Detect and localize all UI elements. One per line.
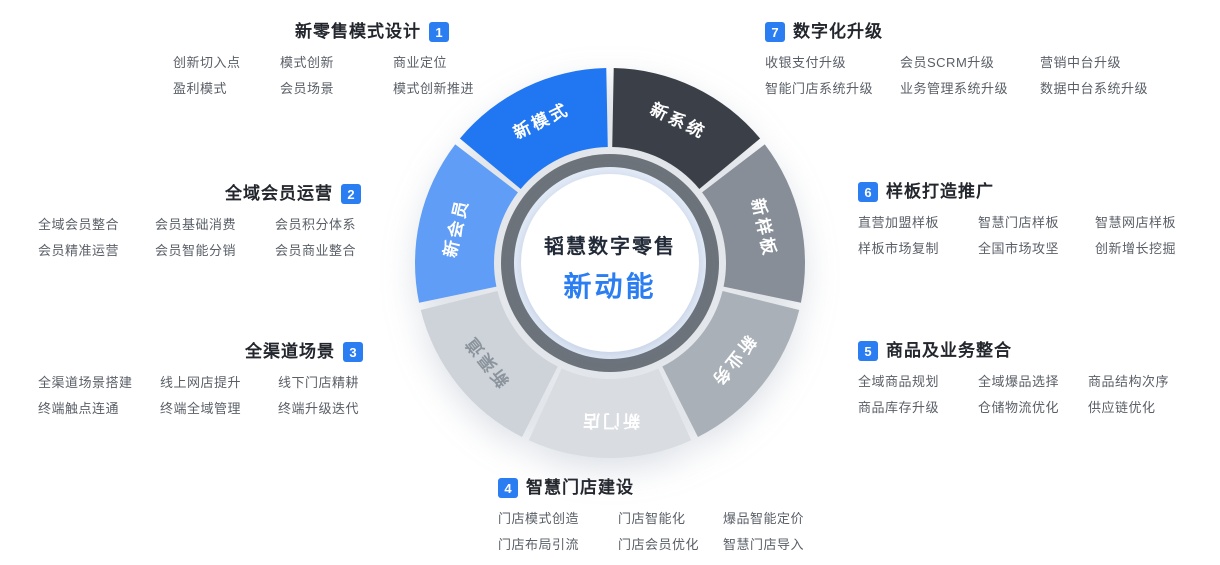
wheel-segment-新系统	[612, 68, 761, 189]
list-item: 盈利模式	[173, 81, 228, 96]
section-7-items: 收银支付升级 会员SCRM升级 营销中台升级 智能门店系统升级 业务管理系统升级…	[765, 54, 1148, 97]
center-title: 韬慧数字零售	[544, 234, 676, 258]
section-1-items: 创新切入点 模式创新 商业定位 盈利模式 会员场景 模式创新推进	[173, 54, 474, 97]
list-item: 会员场景	[280, 81, 335, 96]
wheel-segment-新业务	[662, 290, 800, 438]
list-item: 会员精准运营	[38, 243, 120, 258]
list-item: 全域会员整合	[38, 217, 120, 232]
section-title: 智慧门店建设	[526, 478, 634, 497]
section-title: 全渠道场景	[245, 342, 335, 361]
list-item: 业务管理系统升级	[900, 81, 1009, 96]
section-number-badge: 5	[858, 341, 878, 361]
list-item: 供应链优化	[1088, 400, 1156, 415]
list-item: 仓储物流优化	[978, 400, 1060, 415]
section-3-heading: 全渠道场景 3	[245, 342, 363, 362]
list-item: 数据中台系统升级	[1040, 81, 1149, 96]
section-3-items: 全渠道场景搭建 线上网店提升 线下门店精耕 终端触点连通 终端全域管理 终端升级…	[38, 374, 363, 417]
list-item: 营销中台升级	[1040, 55, 1122, 70]
section-title: 商品及业务整合	[886, 341, 1012, 360]
section-1-heading: 新零售模式设计 1	[295, 22, 474, 42]
list-item: 会员基础消费	[155, 217, 237, 232]
list-item: 门店布局引流	[498, 537, 580, 552]
list-item: 爆品智能定价	[723, 511, 805, 526]
list-item: 模式创新推进	[393, 81, 475, 96]
wheel-segment-新门店	[528, 368, 692, 458]
section-title: 全域会员运营	[225, 184, 333, 203]
section-2-omni-member-operation: 全域会员运营 2 全域会员整合 会员基础消费 会员积分体系 会员精准运营 会员智…	[38, 184, 361, 259]
list-item: 门店智能化	[618, 511, 686, 526]
section-title: 新零售模式设计	[295, 22, 421, 41]
section-title: 数字化升级	[793, 22, 883, 41]
section-number-badge: 1	[429, 22, 449, 42]
wheel-segment-新样板	[702, 144, 805, 303]
list-item: 终端升级迭代	[278, 401, 360, 416]
list-item: 智慧门店导入	[723, 537, 805, 552]
section-7-digital-upgrade: 7 数字化升级 收银支付升级 会员SCRM升级 营销中台升级 智能门店系统升级 …	[765, 22, 1148, 97]
list-item: 创新增长挖掘	[1095, 241, 1177, 256]
list-item: 智慧网店样板	[1095, 215, 1177, 230]
section-number-badge: 7	[765, 22, 785, 42]
section-5-items: 全域商品规划 全域爆品选择 商品结构次序 商品库存升级 仓储物流优化 供应链优化	[858, 373, 1169, 416]
section-7-heading: 7 数字化升级	[765, 22, 1148, 42]
section-6-model-promotion: 6 样板打造推广 直营加盟样板 智慧门店样板 智慧网店样板 样板市场复制 全国市…	[858, 182, 1176, 257]
center-subtitle: 新动能	[563, 271, 656, 302]
list-item: 线下门店精耕	[278, 375, 360, 390]
list-item: 会员商业整合	[275, 243, 357, 258]
wheel-segment-新模式	[459, 68, 608, 189]
list-item: 会员SCRM升级	[900, 55, 995, 70]
list-item: 收银支付升级	[765, 55, 847, 70]
wheel-segment-新会员	[415, 144, 518, 303]
list-item: 全国市场攻坚	[978, 241, 1060, 256]
list-item: 会员智能分销	[155, 243, 237, 258]
section-2-heading: 全域会员运营 2	[225, 184, 361, 204]
list-item: 终端触点连通	[38, 401, 120, 416]
section-number-badge: 3	[343, 342, 363, 362]
list-item: 智能门店系统升级	[765, 81, 874, 96]
list-item: 直营加盟样板	[858, 215, 940, 230]
section-4-smart-store-construction: 4 智慧门店建设 门店模式创造 门店智能化 爆品智能定价 门店布局引流 门店会员…	[498, 478, 804, 553]
section-5-heading: 5 商品及业务整合	[858, 341, 1169, 361]
section-number-badge: 4	[498, 478, 518, 498]
section-4-heading: 4 智慧门店建设	[498, 478, 804, 498]
wheel-segment-新渠道	[420, 290, 558, 438]
list-item: 门店模式创造	[498, 511, 580, 526]
list-item: 商业定位	[393, 55, 448, 70]
list-item: 线上网店提升	[160, 375, 242, 390]
list-item: 终端全域管理	[160, 401, 242, 416]
strategy-wheel: 新系统新样板新业务新门店新渠道新会员新模式 韬慧数字零售 新动能	[410, 63, 810, 463]
list-item: 创新切入点	[173, 55, 241, 70]
list-item: 样板市场复制	[858, 241, 940, 256]
list-item: 会员积分体系	[275, 217, 357, 232]
list-item: 模式创新	[280, 55, 335, 70]
section-number-badge: 2	[341, 184, 361, 204]
section-4-items: 门店模式创造 门店智能化 爆品智能定价 门店布局引流 门店会员优化 智慧门店导入	[498, 510, 804, 553]
section-6-items: 直营加盟样板 智慧门店样板 智慧网店样板 样板市场复制 全国市场攻坚 创新增长挖…	[858, 214, 1176, 257]
section-1-new-retail-model-design: 新零售模式设计 1 创新切入点 模式创新 商业定位 盈利模式 会员场景 模式创新…	[173, 22, 474, 97]
list-item: 商品库存升级	[858, 400, 940, 415]
list-item: 商品结构次序	[1088, 374, 1170, 389]
list-item: 智慧门店样板	[978, 215, 1060, 230]
section-6-heading: 6 样板打造推广	[858, 182, 1176, 202]
list-item: 门店会员优化	[618, 537, 700, 552]
list-item: 全渠道场景搭建	[38, 375, 133, 390]
section-number-badge: 6	[858, 182, 878, 202]
section-3-omni-channel-scene: 全渠道场景 3 全渠道场景搭建 线上网店提升 线下门店精耕 终端触点连通 终端全…	[38, 342, 363, 417]
section-2-items: 全域会员整合 会员基础消费 会员积分体系 会员精准运营 会员智能分销 会员商业整…	[38, 216, 361, 259]
list-item: 全域爆品选择	[978, 374, 1060, 389]
section-title: 样板打造推广	[886, 182, 994, 201]
section-5-goods-business-integration: 5 商品及业务整合 全域商品规划 全域爆品选择 商品结构次序 商品库存升级 仓储…	[858, 341, 1169, 416]
wheel-segment-label: 新门店	[580, 411, 640, 431]
center-disc	[521, 174, 699, 352]
list-item: 全域商品规划	[858, 374, 940, 389]
